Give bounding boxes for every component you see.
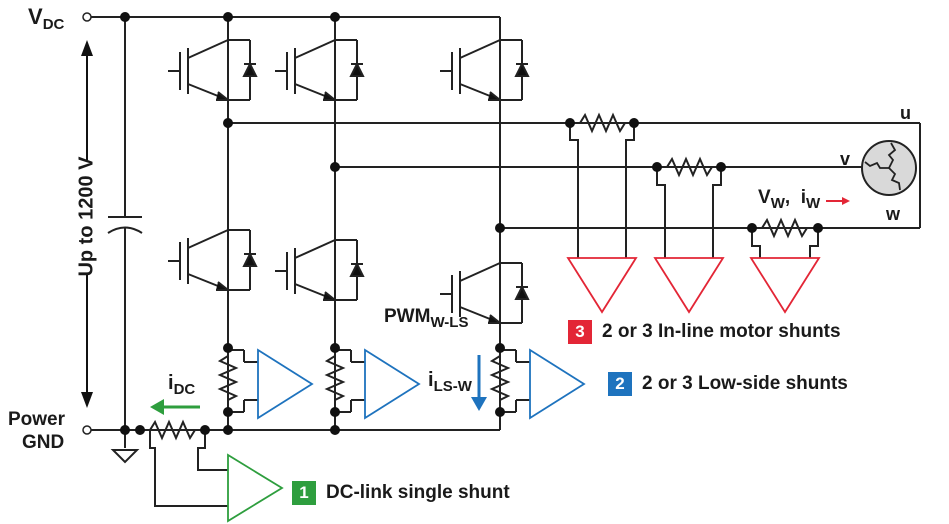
gnd-terminal bbox=[82, 425, 92, 435]
iw-arrow bbox=[826, 197, 850, 205]
voltage-range-label: Up to 1200 V bbox=[75, 156, 98, 277]
legend-badge-3: 3 bbox=[568, 320, 592, 344]
phase-output-lines bbox=[228, 122, 921, 229]
power-label: Power bbox=[8, 409, 66, 430]
legend-text-2: 2 or 3 Low-side shunts bbox=[642, 373, 848, 394]
idc-label: iDC bbox=[168, 372, 196, 398]
phase-v-label: v bbox=[840, 149, 851, 169]
inline-amplifiers bbox=[566, 257, 821, 314]
dc-link-shunt bbox=[140, 419, 228, 507]
gnd-label: GND bbox=[22, 432, 65, 453]
legend-text-3: 2 or 3 In-line motor shunts bbox=[602, 321, 841, 342]
vdc-terminal bbox=[82, 12, 92, 22]
ilsw-arrow bbox=[471, 355, 487, 411]
legend-badge-2: 2 bbox=[608, 372, 632, 396]
motor-symbol bbox=[858, 140, 917, 196]
junction-dots bbox=[120, 12, 823, 435]
phase-u-label: u bbox=[900, 103, 911, 123]
pwm-label: PWMW-LS bbox=[384, 306, 469, 331]
idc-arrow bbox=[150, 399, 200, 415]
dc-link-capacitor bbox=[107, 17, 143, 430]
legend-badge-1: 1 bbox=[292, 481, 316, 505]
legend-text-1: DC-link single shunt bbox=[326, 482, 510, 503]
ilsw-label: iLS-W bbox=[428, 369, 472, 395]
voltage-span-arrow bbox=[81, 40, 93, 408]
low-side-amplifiers bbox=[257, 348, 586, 420]
dc-link-amplifier bbox=[227, 453, 284, 523]
igbt-switches bbox=[168, 39, 530, 324]
phase-w-label: w bbox=[886, 204, 901, 224]
vw-iw-label: VW, iW bbox=[758, 187, 821, 212]
vdc-label: VDC bbox=[28, 4, 65, 33]
inline-shunts bbox=[569, 112, 819, 258]
